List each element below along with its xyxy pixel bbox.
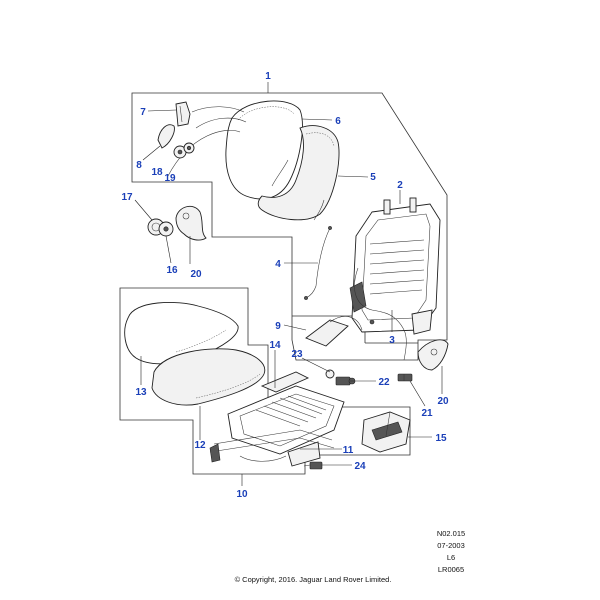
callout-7: 7 (140, 107, 146, 118)
copyright-notice: © Copyright, 2016. Jaguar Land Rover Lim… (235, 575, 392, 584)
callout-24: 24 (354, 461, 366, 472)
recliner-gear-part-17 (147, 218, 174, 237)
callout-21: 21 (421, 408, 433, 419)
escutcheon-part-8 (157, 124, 175, 149)
seat-back-frame-part-2 (349, 197, 441, 335)
callout-15: 15 (435, 433, 447, 444)
callout-11: 11 (343, 445, 354, 456)
callout-16: 16 (166, 265, 178, 276)
seat-cushion-cover-part-13 (124, 301, 239, 365)
callout-20-left: 20 (190, 269, 202, 280)
callout-18: 18 (151, 167, 163, 178)
trim-clip-part-7 (175, 101, 191, 127)
seat-back-assembly-frame (131, 92, 448, 361)
frame-springs (369, 239, 425, 295)
callout-17: 17 (121, 192, 133, 203)
recliner-cover-left-part-20 (175, 205, 207, 241)
bolt-part-22 (325, 369, 356, 386)
seat-back-pad (257, 125, 340, 221)
seat-back-cover-front (225, 100, 303, 200)
callout-19: 19 (164, 173, 176, 184)
illustration-code: LR0065 (438, 565, 464, 574)
release-cable-part-4 (304, 226, 407, 361)
seat-cushion-pad-part-12 (151, 348, 266, 406)
model-code: L6 (447, 553, 455, 562)
callout-9: 9 (275, 321, 281, 332)
screw-part-24 (303, 461, 323, 470)
callout-labels: 1 2 3 4 5 6 7 8 9 10 11 12 13 14 15 16 1… (121, 71, 449, 500)
seat-switch-part-15 (361, 411, 411, 453)
seat-base-frame-part-11 (209, 385, 345, 467)
base-springs (255, 395, 327, 427)
callout-14: 14 (269, 340, 281, 351)
callout-22: 22 (378, 377, 390, 388)
callout-1: 1 (265, 71, 271, 82)
reference-number: N02.015 (437, 529, 465, 538)
callout-2: 2 (397, 180, 403, 191)
leader-lines (134, 82, 443, 486)
callout-20-right: 20 (437, 396, 449, 407)
callout-3: 3 (389, 335, 395, 346)
reference-block: N02.015 07-2003 L6 LR0065 (437, 529, 465, 574)
callout-13: 13 (135, 387, 147, 398)
callout-8: 8 (136, 160, 142, 171)
callout-23: 23 (291, 349, 303, 360)
callout-10: 10 (236, 489, 248, 500)
callout-12: 12 (194, 440, 206, 451)
cushion-pan-part-14 (260, 371, 310, 393)
callout-6: 6 (335, 116, 341, 127)
bolt-part-21 (397, 373, 413, 382)
seat-cushion-assembly-frame (119, 287, 411, 475)
headrest-guide-parts-18-19 (173, 142, 195, 159)
callout-4: 4 (275, 259, 281, 270)
back-panel-part-9 (305, 316, 363, 347)
recliner-cover-right-part-20 (417, 339, 449, 371)
issue-date: 07-2003 (437, 541, 465, 550)
callout-5: 5 (370, 172, 376, 183)
